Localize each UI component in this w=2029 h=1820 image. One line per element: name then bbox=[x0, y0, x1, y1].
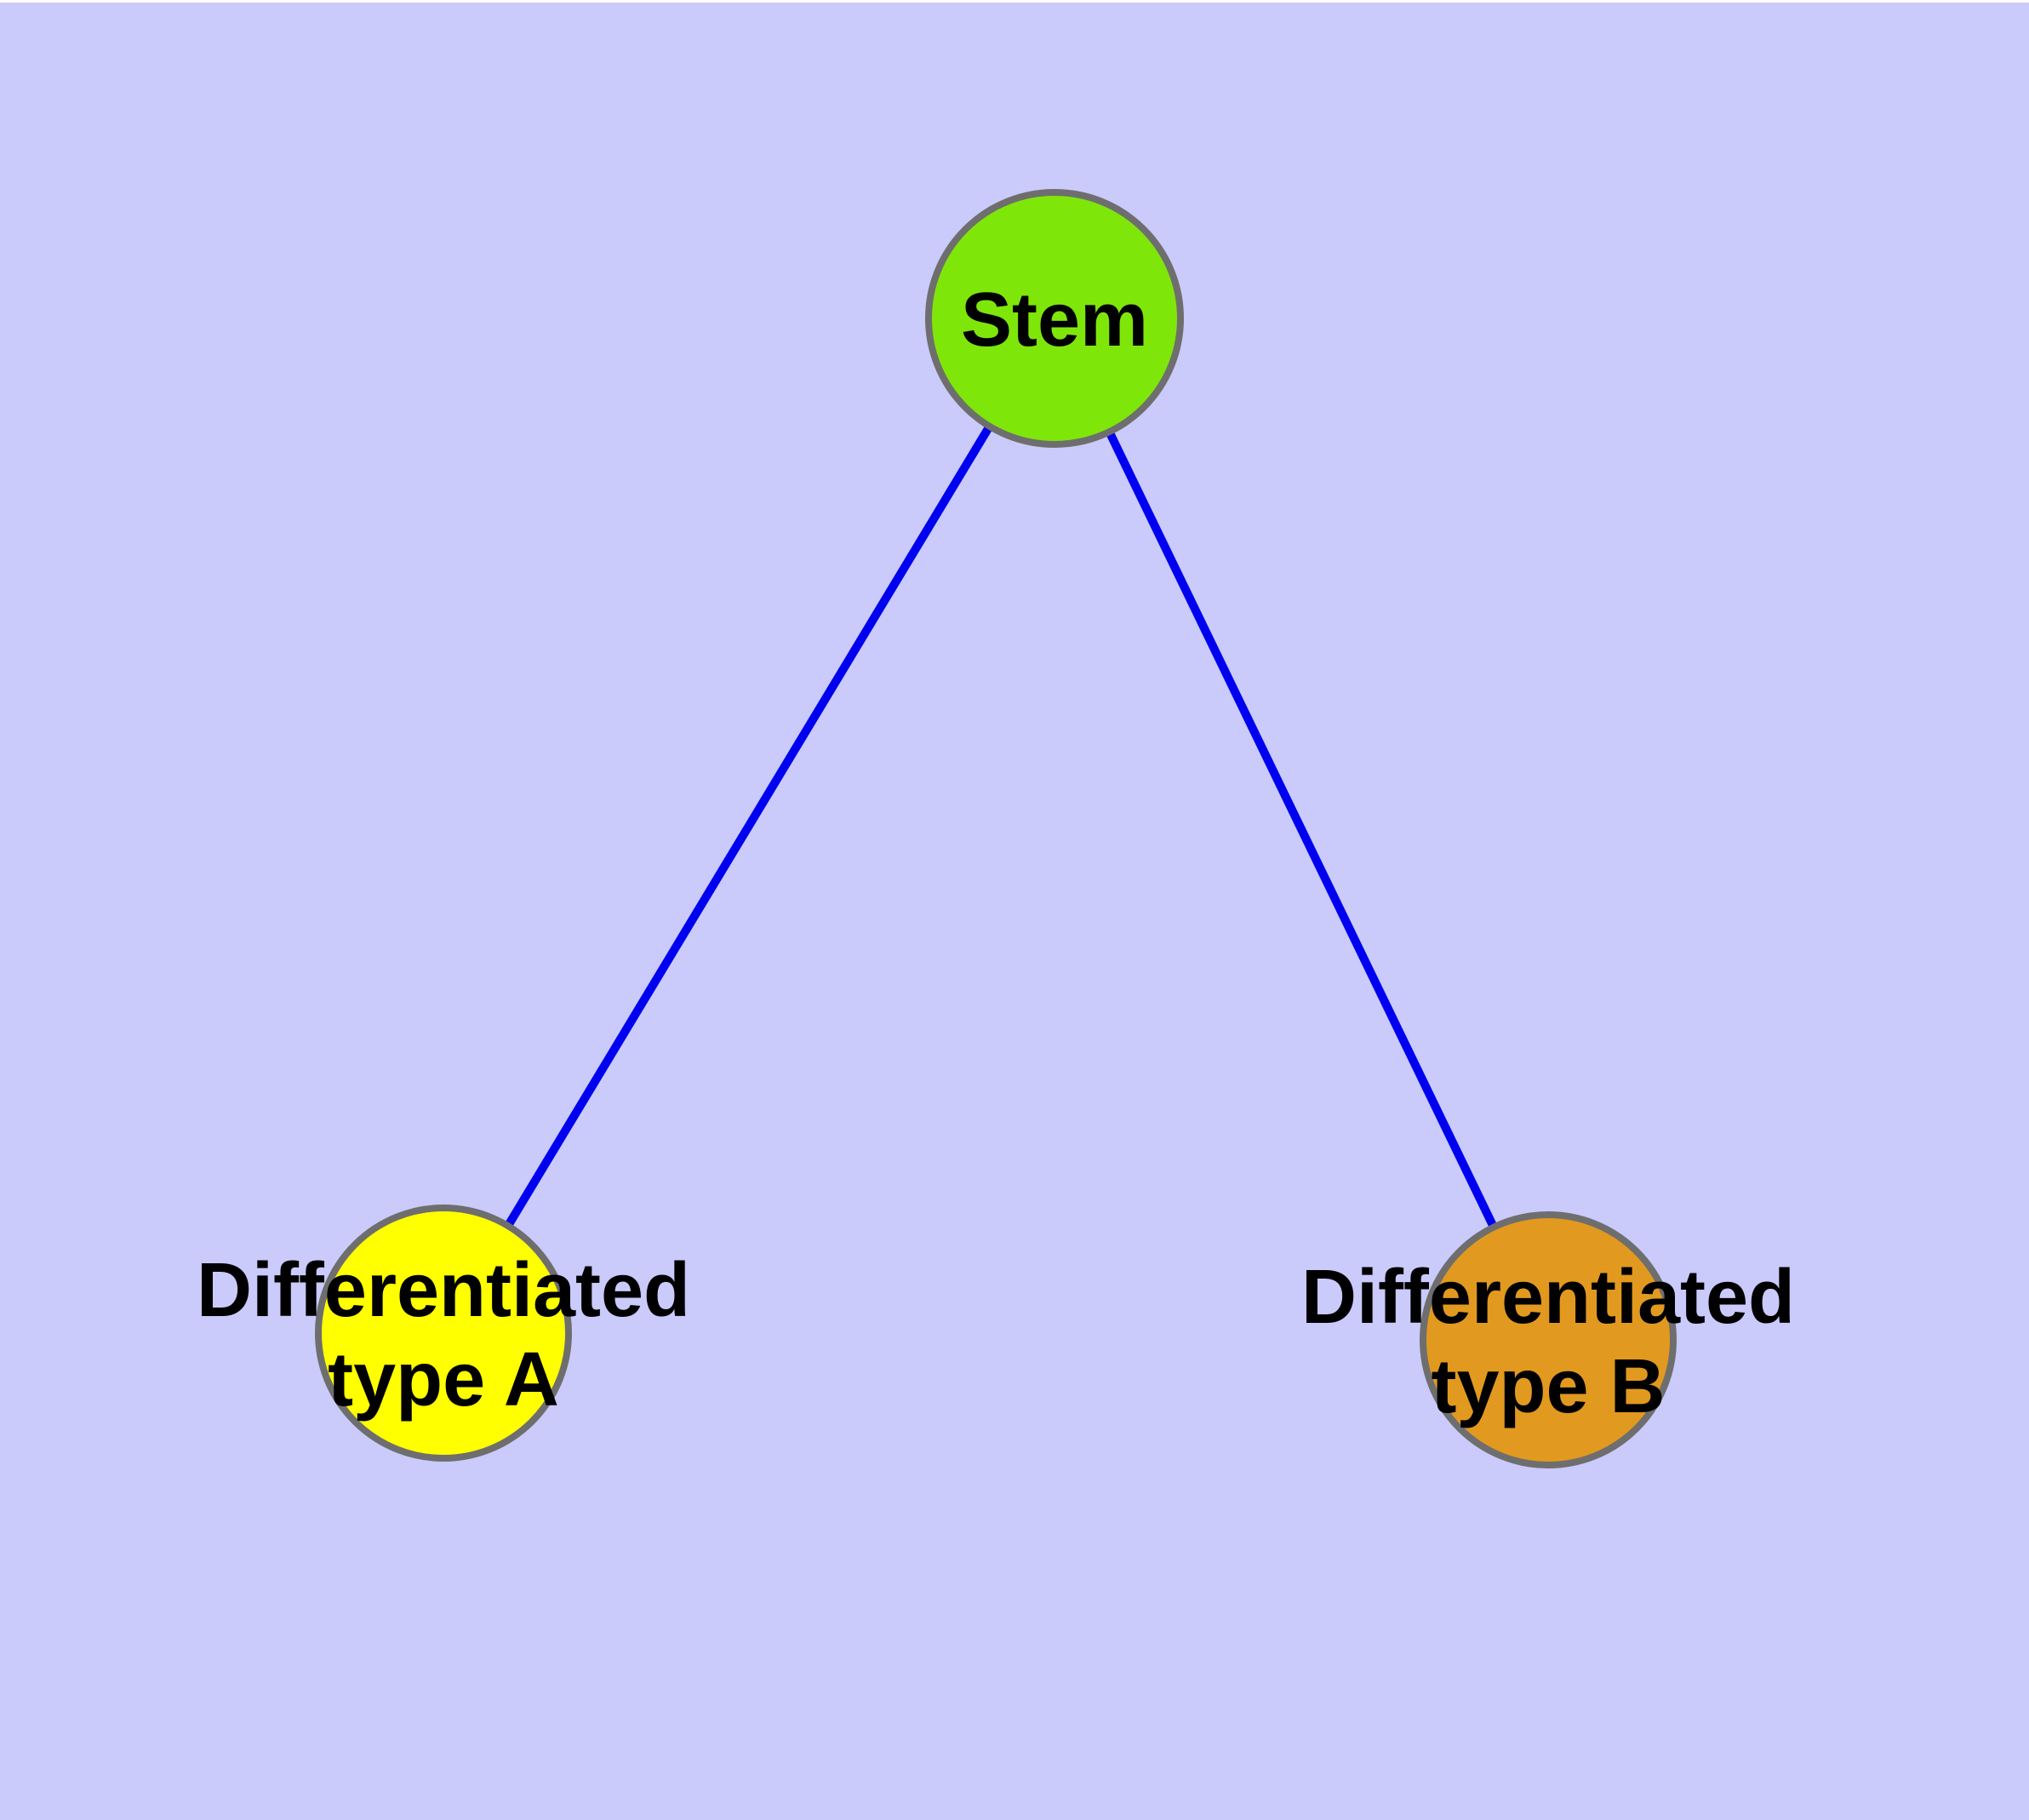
edge-stem-to-type-b bbox=[1050, 316, 1552, 1342]
type-a-node-label-line1: Differentiated bbox=[197, 1248, 690, 1333]
top-margin-strip bbox=[0, 0, 2029, 3]
type-a-node-label-line2: type A bbox=[328, 1337, 559, 1422]
type-b-node-label-line2: type B bbox=[1431, 1344, 1665, 1429]
stem-node-circle bbox=[925, 189, 1184, 448]
type-b-node-circle bbox=[1420, 1211, 1677, 1468]
edge-stem-to-type-a bbox=[439, 316, 1059, 1336]
type-a-node-circle bbox=[315, 1205, 572, 1462]
stem-node-label: Stem bbox=[961, 278, 1148, 363]
type-b-node-label-line1: Differentiated bbox=[1301, 1255, 1795, 1340]
